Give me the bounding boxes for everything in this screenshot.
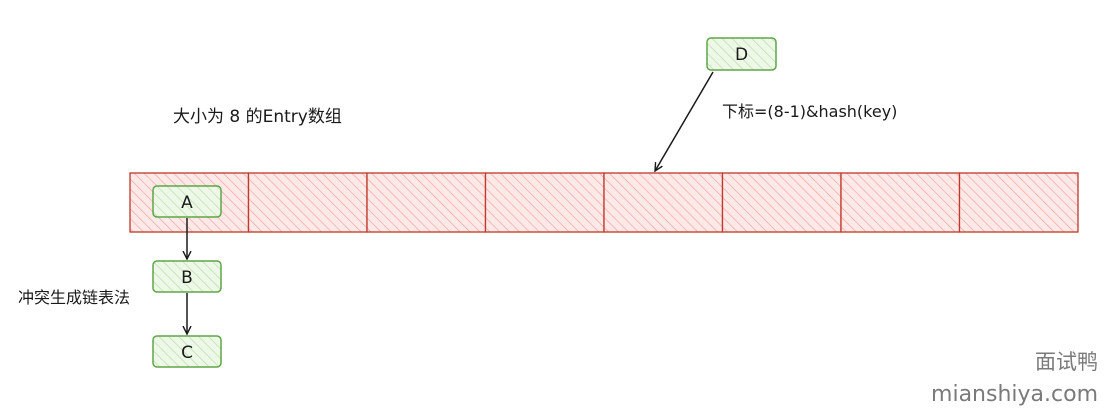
array-slot-4 <box>603 172 724 233</box>
node-d: D <box>706 37 777 71</box>
array-slot-5 <box>721 172 842 233</box>
arrow-d-to-bucket <box>655 71 714 171</box>
node-a-label: A <box>181 193 193 213</box>
array-slot-2 <box>366 172 487 233</box>
entry-array <box>129 172 1079 233</box>
watermark: 面试鸭 mianshiya.com <box>931 350 1098 407</box>
node-d-label: D <box>735 45 748 65</box>
watermark-brand-cn: 面试鸭 <box>1035 350 1098 374</box>
array-slot-6 <box>840 172 961 233</box>
index-formula: 下标=(8-1)&hash(key) <box>722 102 897 121</box>
array-title: 大小为 8 的Entry数组 <box>173 107 342 127</box>
node-a: A <box>152 185 222 218</box>
array-slot-7 <box>958 172 1079 233</box>
array-slot-1 <box>247 172 368 233</box>
node-b-label: B <box>181 268 193 288</box>
collision-note: 冲突生成链表法 <box>18 288 130 307</box>
watermark-brand-url: mianshiya.com <box>931 382 1098 407</box>
node-c-label: C <box>181 343 193 363</box>
node-b: B <box>152 260 222 293</box>
node-c: C <box>152 335 222 368</box>
array-slot-3 <box>484 172 605 233</box>
